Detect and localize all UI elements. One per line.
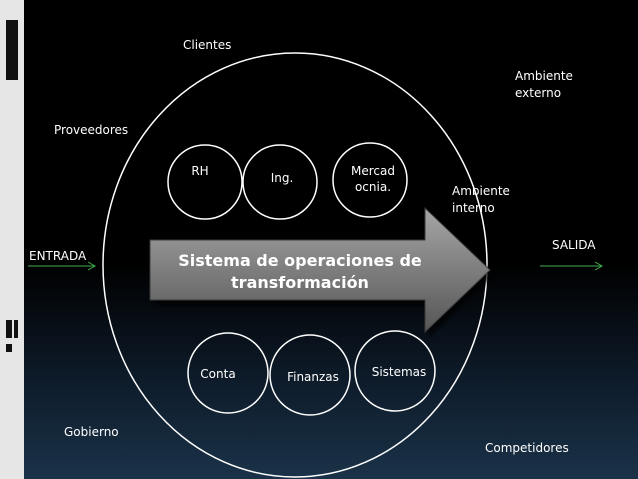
circle-sistemas bbox=[354, 330, 436, 412]
slide-accent-bar bbox=[0, 0, 24, 479]
circle-label-sistemas: Sistemas bbox=[371, 365, 427, 379]
label-clientes: Clientes bbox=[183, 38, 232, 52]
salida-arrow bbox=[540, 261, 604, 271]
label-competidores: Competidores bbox=[485, 441, 569, 455]
circle-label-mercadotecnia: Mercad ocnia. bbox=[351, 164, 395, 194]
entrada-arrow bbox=[28, 261, 97, 271]
label-entrada: ENTRADA bbox=[29, 249, 87, 263]
circle-label-rh: RH bbox=[191, 164, 209, 178]
circle-label-ing: Ing. bbox=[270, 171, 294, 185]
circle-label-conta: Conta bbox=[200, 367, 236, 381]
process-arrow-shape bbox=[149, 206, 491, 334]
process-arrow-label: Sistema de operaciones de transformación bbox=[178, 251, 422, 292]
label-gobierno: Gobierno bbox=[64, 425, 119, 439]
label-ambiente-interno: Ambiente interno bbox=[452, 184, 510, 215]
circle-label-finanzas: Finanzas bbox=[287, 370, 339, 384]
label-salida: SALIDA bbox=[552, 238, 596, 252]
circle-ing bbox=[242, 144, 318, 220]
circle-rh bbox=[167, 144, 243, 220]
label-proveedores: Proveedores bbox=[54, 123, 129, 137]
circle-conta bbox=[187, 332, 269, 414]
circle-finanzas bbox=[269, 334, 351, 416]
label-ambiente-externo: Ambiente externo bbox=[515, 69, 573, 100]
circle-mercadotecnia bbox=[332, 142, 408, 218]
system-boundary-circle bbox=[102, 52, 488, 478]
